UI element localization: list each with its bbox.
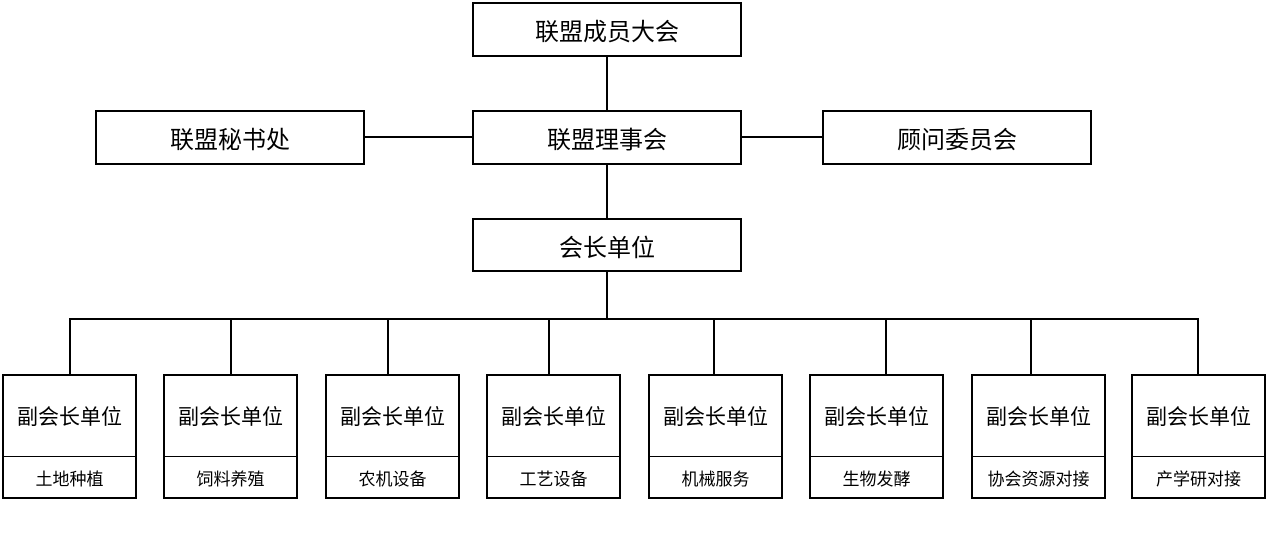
vice-unit-box: 副会长单位 饲料养殖	[163, 374, 298, 499]
vice-unit-box: 副会长单位 工艺设备	[486, 374, 621, 499]
divider	[327, 456, 458, 457]
vice-unit-box: 副会长单位 协会资源对接	[971, 374, 1106, 499]
drop-line-3	[387, 318, 389, 375]
vice-unit-field: 机械服务	[681, 469, 750, 490]
vice-unit-field: 土地种植	[35, 469, 104, 490]
vice-unit-title: 副会长单位	[340, 405, 445, 429]
vice-unit-box: 副会长单位 产学研对接	[1131, 374, 1266, 499]
divider	[811, 456, 942, 457]
divider	[488, 456, 619, 457]
connector-president-bus	[606, 271, 608, 319]
vice-unit-field: 工艺设备	[519, 469, 588, 490]
vice-unit-field: 生物发酵	[842, 469, 911, 490]
connector-council-president	[606, 164, 608, 219]
vice-unit-title: 副会长单位	[824, 405, 929, 429]
president-unit-box: 会长单位	[472, 218, 742, 272]
vice-unit-field: 产学研对接	[1156, 469, 1241, 490]
vice-unit-box: 副会长单位 农机设备	[325, 374, 460, 499]
drop-line-4	[548, 318, 550, 375]
vice-unit-title: 副会长单位	[501, 405, 606, 429]
vice-unit-box: 副会长单位 土地种植	[2, 374, 137, 499]
vice-unit-field: 农机设备	[358, 469, 427, 490]
connector-council-advisory	[741, 136, 823, 138]
divider	[650, 456, 781, 457]
advisory-committee-box: 顾问委员会	[822, 110, 1092, 165]
council-box: 联盟理事会	[472, 110, 742, 165]
vice-unit-field: 协会资源对接	[987, 469, 1090, 490]
drop-line-5	[713, 318, 715, 375]
divider	[165, 456, 296, 457]
drop-line-6	[885, 318, 887, 375]
vice-unit-title: 副会长单位	[986, 405, 1091, 429]
vice-unit-title: 副会长单位	[1146, 405, 1251, 429]
connector-assembly-council	[606, 56, 608, 111]
vice-unit-field: 饲料养殖	[196, 469, 265, 490]
drop-line-1	[69, 318, 71, 375]
vice-unit-title: 副会长单位	[17, 405, 122, 429]
vice-unit-title: 副会长单位	[178, 405, 283, 429]
vice-unit-title: 副会长单位	[663, 405, 768, 429]
drop-line-8	[1197, 318, 1199, 375]
drop-line-2	[230, 318, 232, 375]
member-assembly-box: 联盟成员大会	[472, 2, 742, 57]
connector-secretariat-council	[364, 136, 473, 138]
divider	[4, 456, 135, 457]
drop-line-7	[1030, 318, 1032, 375]
vice-unit-box: 副会长单位 生物发酵	[809, 374, 944, 499]
vice-unit-box: 副会长单位 机械服务	[648, 374, 783, 499]
divider	[1133, 456, 1264, 457]
divider	[973, 456, 1104, 457]
secretariat-box: 联盟秘书处	[95, 110, 365, 165]
horizontal-bus	[69, 318, 1199, 320]
